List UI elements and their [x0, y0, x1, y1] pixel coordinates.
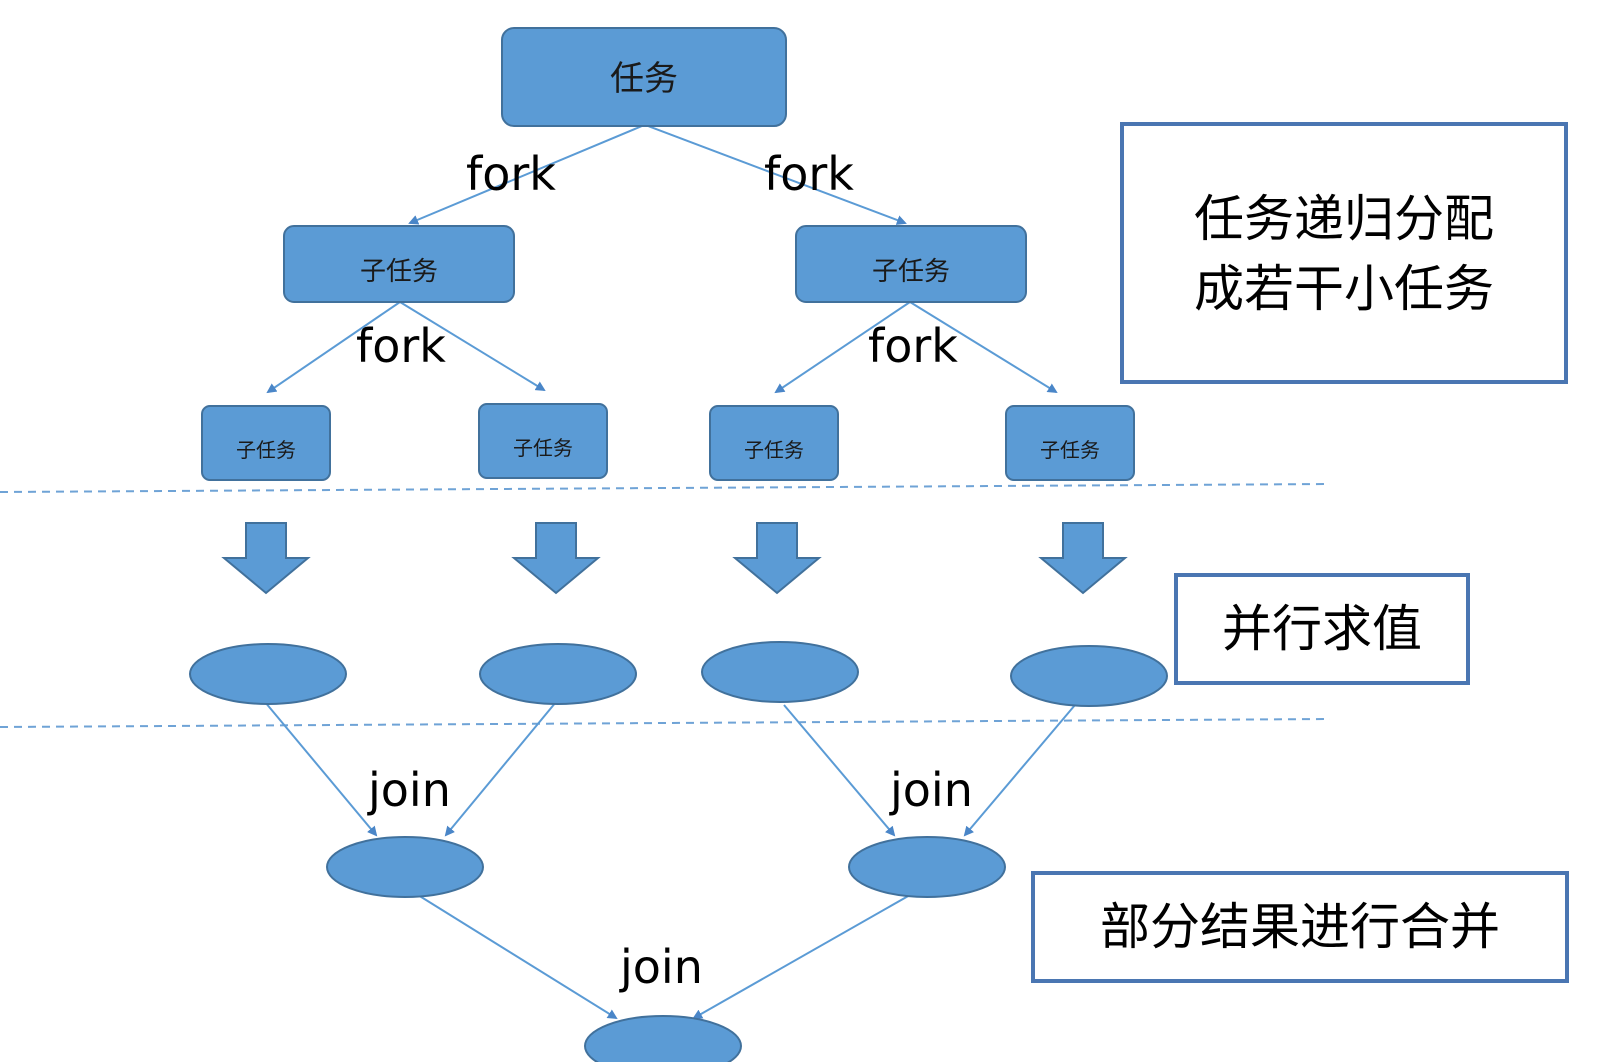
join-result-left — [326, 836, 484, 898]
fork-label-root-left: fork — [466, 147, 556, 201]
down-arrow-icon — [221, 522, 311, 595]
note-split-line1: 任务递归分配 — [1194, 190, 1494, 248]
join-result-right — [848, 836, 1006, 898]
eval-result-4 — [1010, 645, 1168, 707]
subtask-l2-4-box — [1005, 405, 1135, 481]
subtask-l2-4-label: 子任务 — [1040, 438, 1100, 462]
edge-j1-to-final — [417, 894, 618, 1020]
subtask-l1-right-box — [795, 225, 1027, 303]
subtask-l2-1-label: 子任务 — [236, 438, 296, 462]
edge-j2-to-final — [692, 894, 911, 1019]
note-split-box — [1120, 122, 1568, 384]
down-arrow-icon — [511, 522, 601, 595]
edge-e3-to-j2 — [783, 704, 896, 837]
subtask-l2-3-box — [709, 405, 839, 481]
fork-label-left: fork — [356, 319, 446, 373]
join-label-left: join — [367, 763, 451, 817]
eval-result-2 — [479, 643, 637, 705]
divider-split — [0, 483, 1331, 493]
edge-right-to-l2d — [909, 301, 1058, 394]
note-merge-text: 部分结果进行合并 — [1100, 898, 1500, 956]
eval-result-3 — [701, 641, 859, 703]
eval-result-1 — [189, 643, 347, 705]
subtask-l2-2-box — [478, 403, 608, 479]
divider-merge — [0, 718, 1331, 728]
edge-left-to-l2b — [399, 301, 546, 392]
subtask-l1-left-label: 子任务 — [360, 257, 438, 287]
note-merge-box — [1031, 871, 1569, 983]
subtask-l2-3-label: 子任务 — [744, 438, 804, 462]
fork-label-right: fork — [868, 319, 958, 373]
note-parallel-text: 并行求值 — [1222, 600, 1422, 658]
down-arrow-icon — [1038, 522, 1128, 595]
subtask-l1-left-box — [283, 225, 515, 303]
root-task-box — [501, 27, 787, 127]
subtask-l2-1-box — [201, 405, 331, 481]
edge-e2-to-j1 — [444, 701, 557, 837]
final-result — [584, 1015, 742, 1062]
root-task-label: 任务 — [610, 59, 678, 99]
edge-e4-to-j2 — [963, 704, 1076, 837]
edge-e1-to-j1 — [264, 701, 378, 837]
edge-right-to-l2c — [774, 301, 911, 394]
join-label-right: join — [889, 763, 973, 817]
edge-root-to-left — [408, 125, 643, 225]
subtask-l1-right-label: 子任务 — [872, 257, 950, 287]
down-arrow-icon — [732, 522, 822, 595]
join-label-final: join — [619, 940, 703, 994]
fork-label-root-right: fork — [764, 147, 854, 201]
edge-left-to-l2a — [266, 301, 401, 394]
note-split-line2: 成若干小任务 — [1194, 260, 1494, 318]
edge-root-to-right — [647, 125, 907, 225]
note-parallel-box — [1174, 573, 1470, 685]
subtask-l2-2-label: 子任务 — [513, 436, 573, 460]
